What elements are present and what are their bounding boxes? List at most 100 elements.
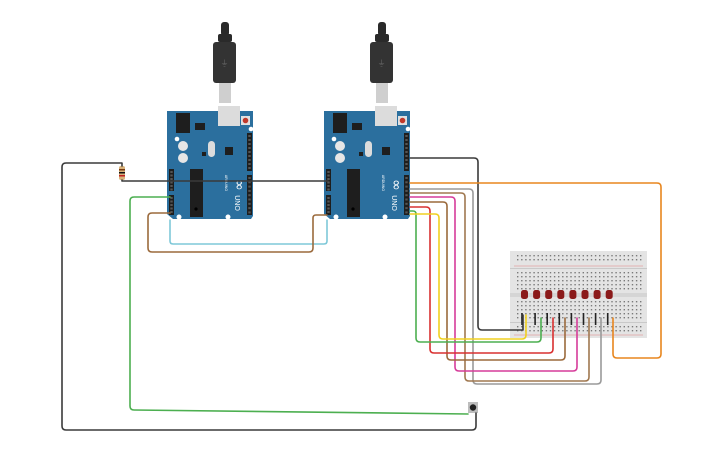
breadboard-hole bbox=[578, 259, 580, 261]
wire-green-led2[interactable] bbox=[409, 210, 542, 343]
pin bbox=[327, 174, 330, 177]
breadboard-hole bbox=[615, 309, 617, 311]
led[interactable] bbox=[533, 290, 541, 299]
breadboard-hole bbox=[537, 313, 539, 315]
led[interactable] bbox=[521, 290, 528, 299]
breadboard-hole bbox=[517, 276, 519, 278]
breadboard-hole bbox=[545, 301, 548, 303]
breadboard-hole bbox=[603, 326, 605, 328]
breadboard-hole bbox=[590, 309, 593, 311]
breadboard-hole bbox=[533, 326, 535, 328]
wire-orange-led8[interactable] bbox=[409, 182, 662, 359]
breadboard-hole bbox=[537, 301, 539, 303]
breadboard-hole bbox=[529, 276, 531, 278]
wire-pink-led5[interactable] bbox=[409, 196, 578, 372]
led[interactable] bbox=[581, 290, 589, 299]
mounting-hole bbox=[225, 214, 231, 220]
breadboard-hole bbox=[570, 280, 572, 282]
breadboard-hole bbox=[553, 326, 556, 328]
breadboard-hole bbox=[594, 288, 597, 290]
breadboard-hole bbox=[517, 272, 519, 274]
arduino-logo-icon: ∞ bbox=[231, 179, 247, 191]
usb-cable-1[interactable]: ⏚ bbox=[213, 22, 236, 103]
breadboard-hole bbox=[566, 317, 568, 319]
breadboard-hole bbox=[582, 301, 584, 303]
breadboard-hole bbox=[594, 284, 597, 286]
breadboard-hole bbox=[640, 305, 642, 307]
board-brand: ARDUINO bbox=[381, 175, 385, 191]
breadboard-hole bbox=[562, 288, 564, 290]
breadboard-hole bbox=[607, 301, 609, 303]
wire-black-board2-gnd[interactable] bbox=[409, 157, 524, 331]
breadboard[interactable] bbox=[510, 251, 647, 338]
usb-socket bbox=[218, 106, 240, 126]
led[interactable] bbox=[557, 290, 565, 299]
breadboard-hole bbox=[607, 326, 609, 328]
wire-brown-led4[interactable] bbox=[409, 201, 566, 361]
resistor-band bbox=[119, 172, 125, 174]
breadboard-hole bbox=[549, 317, 552, 319]
breadboard-hole bbox=[599, 305, 601, 307]
resistor[interactable] bbox=[119, 166, 125, 180]
breadboard-hole bbox=[537, 330, 539, 332]
breadboard-hole bbox=[521, 276, 523, 278]
breadboard-hole bbox=[545, 255, 548, 257]
breadboard-hole bbox=[586, 255, 589, 257]
breadboard-hole bbox=[607, 288, 609, 290]
arduino-logo-icon: ∞ bbox=[388, 179, 404, 191]
breadboard-hole bbox=[631, 326, 634, 328]
breadboard-hole bbox=[525, 305, 527, 307]
pushbutton[interactable] bbox=[468, 402, 478, 413]
wire-green-board1-button[interactable] bbox=[129, 196, 469, 415]
breadboard-hole bbox=[607, 284, 609, 286]
breadboard-hole bbox=[582, 280, 584, 282]
pin bbox=[248, 163, 251, 165]
reset-button-cap bbox=[242, 117, 249, 124]
wire-black-resistor-button[interactable] bbox=[61, 162, 477, 431]
chip-dot bbox=[194, 207, 198, 211]
breadboard-hole bbox=[521, 284, 523, 286]
led[interactable] bbox=[593, 290, 601, 299]
usb-cable-2[interactable]: ⏚ bbox=[370, 22, 393, 103]
wire-brown-board1-board2[interactable] bbox=[147, 212, 328, 253]
pin bbox=[170, 188, 173, 191]
breadboard-hole bbox=[603, 276, 605, 278]
breadboard-hole bbox=[549, 259, 552, 261]
breadboard-hole bbox=[627, 259, 630, 261]
atmega-chip bbox=[347, 169, 360, 217]
led[interactable] bbox=[605, 290, 613, 299]
led[interactable] bbox=[545, 290, 553, 299]
breadboard-hole bbox=[623, 255, 625, 257]
breadboard-hole bbox=[619, 259, 621, 261]
wire-lightblue-board1-board2[interactable] bbox=[169, 219, 328, 245]
pin bbox=[327, 171, 330, 173]
breadboard-hole bbox=[607, 259, 609, 261]
breadboard-hole bbox=[529, 280, 531, 282]
breadboard-hole bbox=[582, 305, 584, 307]
breadboard-hole bbox=[570, 330, 572, 332]
wire-yellow-led1[interactable] bbox=[409, 213, 527, 340]
breadboard-hole bbox=[631, 284, 634, 286]
mounting-hole bbox=[382, 214, 388, 220]
breadboard-hole bbox=[521, 309, 523, 311]
pin bbox=[327, 211, 330, 213]
breadboard-hole bbox=[590, 330, 593, 332]
breadboard-hole bbox=[562, 259, 564, 261]
breadboard-hole bbox=[623, 272, 625, 274]
breadboard-hole bbox=[611, 280, 613, 282]
breadboard-hole bbox=[627, 284, 630, 286]
wire-black-resistor-board[interactable] bbox=[121, 179, 329, 182]
breadboard-hole bbox=[570, 259, 572, 261]
wire-gray-led7[interactable] bbox=[409, 188, 602, 385]
crystal bbox=[208, 141, 215, 157]
pin bbox=[248, 189, 251, 192]
breadboard-hole bbox=[627, 330, 630, 332]
wire-red-led3[interactable] bbox=[409, 206, 554, 354]
wire-tan-led6[interactable] bbox=[409, 192, 590, 382]
breadboard-hole bbox=[549, 301, 552, 303]
led[interactable] bbox=[569, 290, 577, 299]
breadboard-hole bbox=[558, 326, 560, 328]
breadboard-hole bbox=[525, 284, 527, 286]
